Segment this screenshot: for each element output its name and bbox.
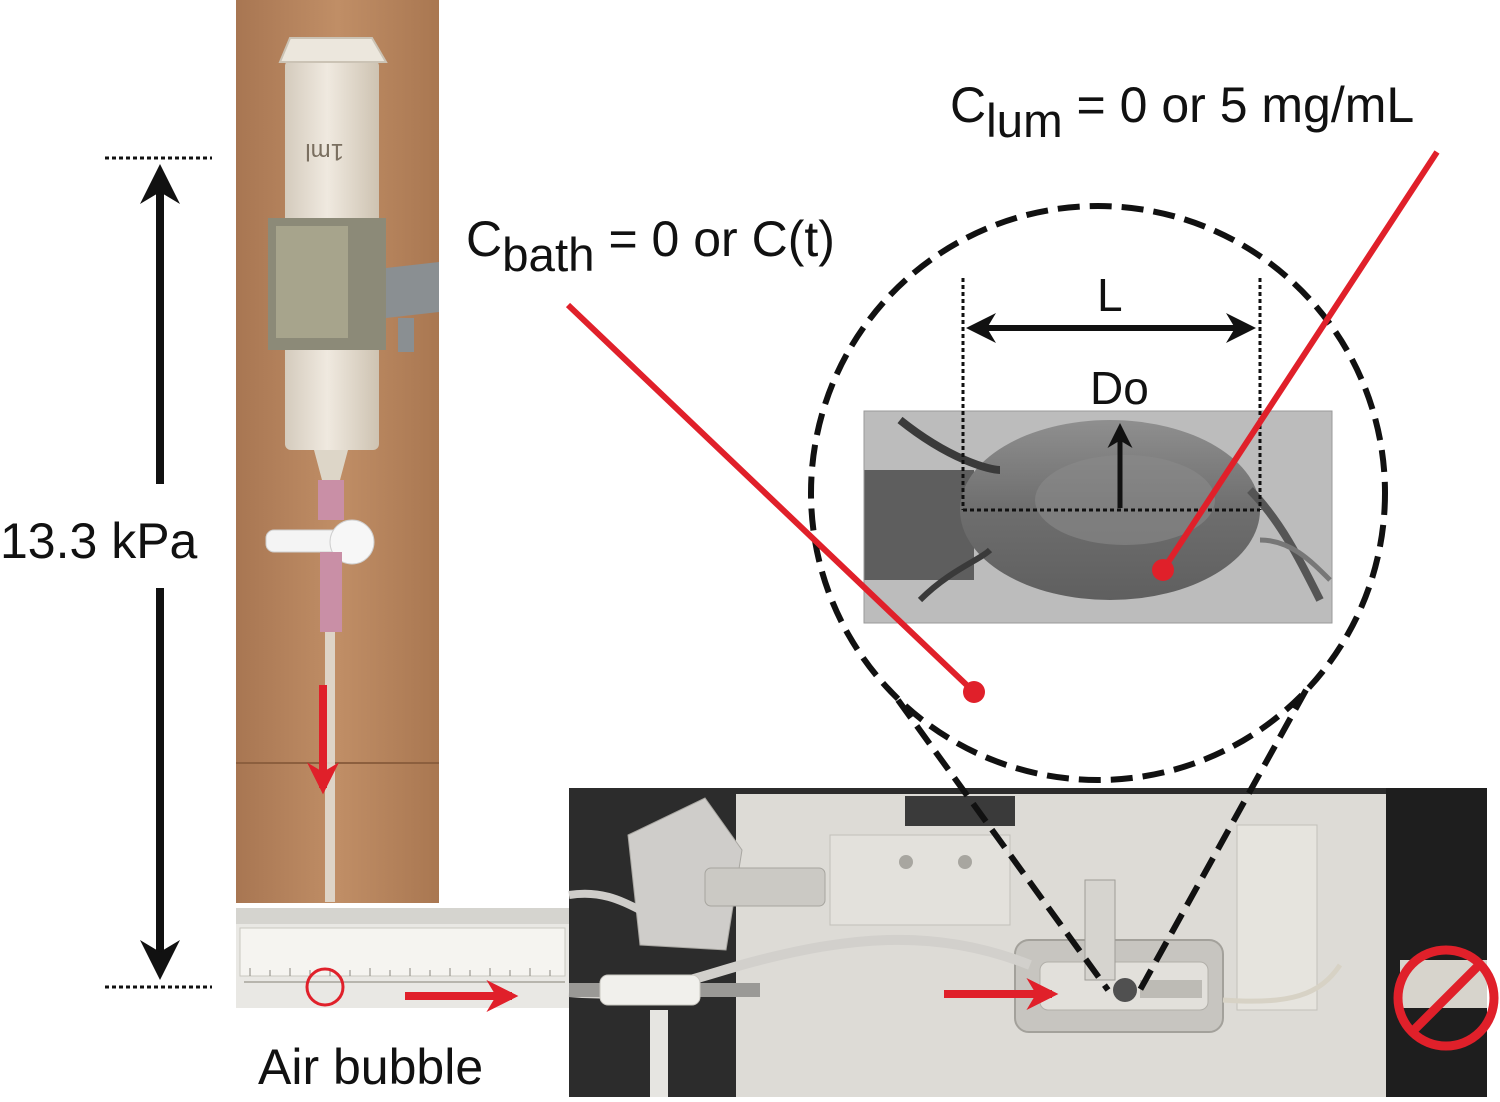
vessel-micrograph	[863, 410, 1333, 624]
c-bath-subscript: bath	[502, 229, 595, 283]
c-lum-pointer	[1160, 150, 1440, 572]
pressure-height-indicator	[105, 156, 212, 989]
red-annotations	[305, 150, 1499, 1051]
c-bath-value: = 0 or C(t)	[594, 211, 835, 267]
magnification-callout	[808, 203, 1388, 992]
pressure-label: 13.3 kPa	[0, 510, 198, 572]
c-lum-label: Clum = 0 or 5 mg/mL	[950, 77, 1415, 145]
c-lum-symbol: C	[950, 77, 987, 133]
c-bath-symbol: C	[466, 211, 503, 267]
c-bath-pointer-dot	[963, 681, 985, 703]
zoom-line-left	[895, 698, 1111, 992]
ruler-photo	[236, 908, 569, 1008]
magnified-circle	[808, 203, 1388, 783]
no-entry-icon	[1393, 945, 1499, 1051]
c-lum-pointer-dot	[1152, 559, 1174, 581]
chamber-photo	[568, 788, 1487, 1097]
outer-diameter-label: Do	[1090, 362, 1149, 414]
zoom-line-right	[1137, 688, 1309, 992]
c-lum-subscript: lum	[986, 95, 1063, 149]
air-bubble-label: Air bubble	[258, 1039, 484, 1095]
air-bubble-marker	[305, 967, 345, 1007]
reservoir-photo: 1ml	[236, 0, 439, 903]
c-bath-label: Cbath = 0 or C(t)	[466, 211, 835, 279]
c-bath-pointer	[565, 302, 977, 695]
length-label: L	[1097, 269, 1123, 321]
svg-text:1ml: 1ml	[305, 138, 344, 165]
c-lum-value: = 0 or 5 mg/mL	[1062, 77, 1415, 133]
